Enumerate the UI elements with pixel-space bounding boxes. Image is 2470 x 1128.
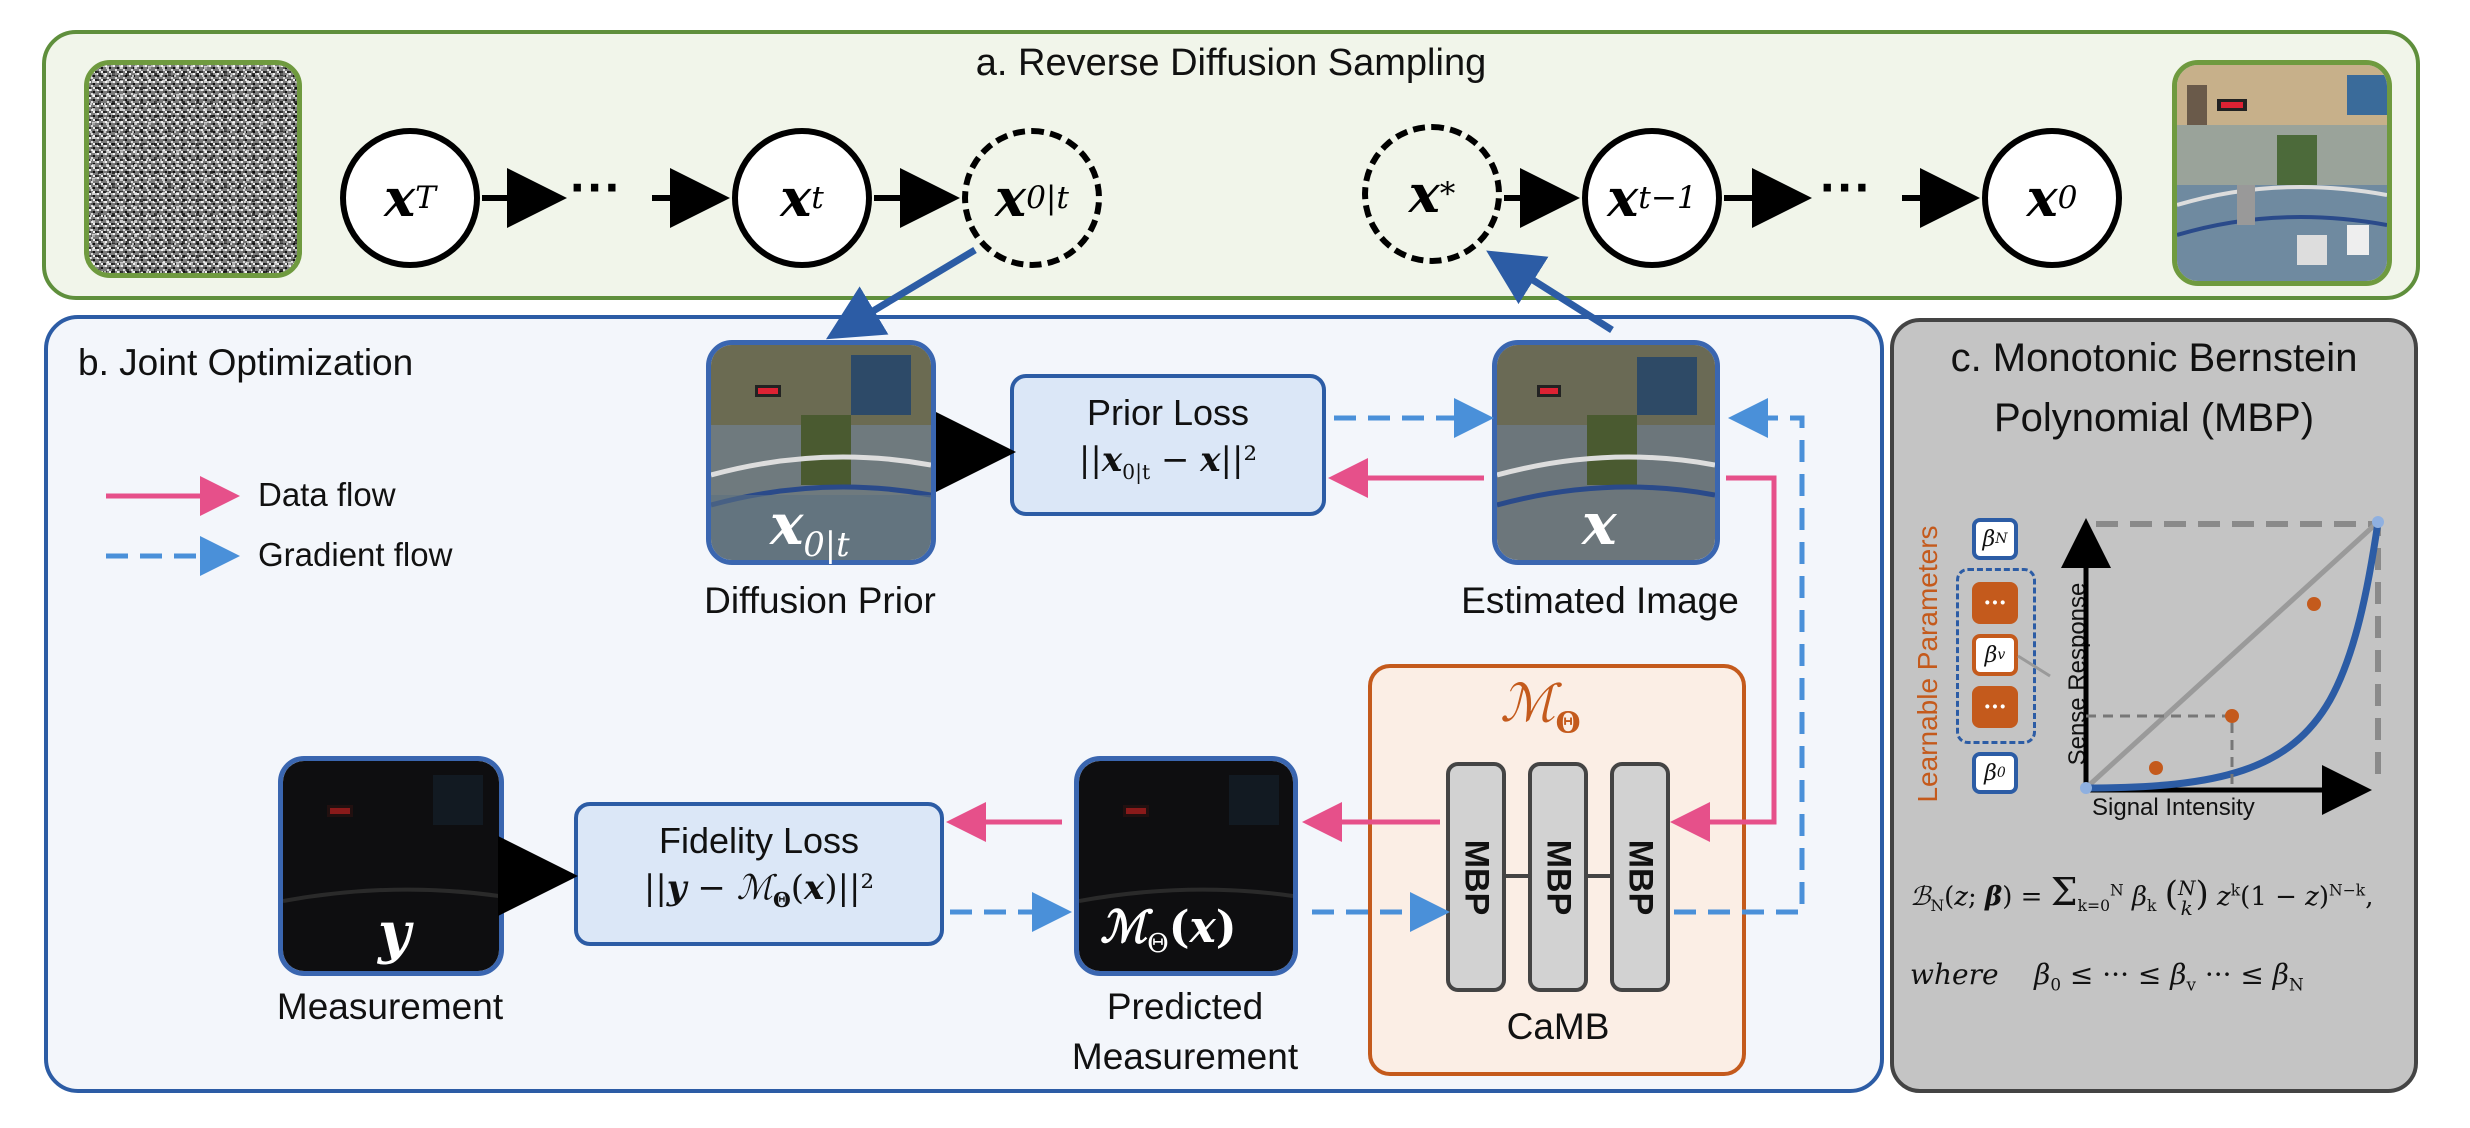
prior-loss-box: Prior Loss ||x0|t − x||² xyxy=(1010,374,1326,516)
mbp-endpoint-end xyxy=(2372,516,2384,528)
ellipsis-right: ··· xyxy=(1820,159,1872,217)
node-x-star: x* xyxy=(1362,124,1502,264)
prior-loss-title: Prior Loss xyxy=(1086,392,1250,433)
monotonic-constraint: where β0 ≤ ··· ≤ βv ··· ≤ βN xyxy=(1910,958,2304,995)
label-predicted-2: Measurement xyxy=(1071,1036,1299,1077)
panel-b-title: b. Joint Optimization xyxy=(78,342,414,383)
label-measurement: Measurement xyxy=(276,986,504,1027)
arrow-estimated-to-xstar xyxy=(1486,250,1614,333)
panel-c-title-line-2: Polynomial (MBP) xyxy=(1993,396,2315,440)
label-diffusion-prior: Diffusion Prior xyxy=(704,580,936,621)
predicted-measurement-image xyxy=(1074,756,1298,976)
ellipsis-left: ··· xyxy=(570,159,622,217)
beta-ellipsis-top: ··· xyxy=(1972,582,2018,624)
measurement-symbol: y xyxy=(378,900,411,966)
mbp-beta-v-pointer xyxy=(2017,654,2051,678)
legend-gradient-flow: Gradient flow xyxy=(258,536,453,573)
mbp-block-1: MBP xyxy=(1446,762,1506,992)
mbp-control-point-low xyxy=(2149,761,2163,775)
beta-ellipsis-bottom: ··· xyxy=(1972,686,2018,728)
label-estimated-image: Estimated Image xyxy=(1461,580,1739,621)
mbp-identity-line xyxy=(2084,520,2380,790)
label-camb: CaMB xyxy=(1506,1006,1610,1047)
mbp-endpoint-start xyxy=(2080,782,2092,794)
mbp-control-point-high xyxy=(2307,597,2321,611)
camb-model-symbol: ℳΘ xyxy=(1500,674,1581,740)
clean-image xyxy=(2172,60,2392,286)
fidelity-loss-box: Fidelity Loss ||y − ℳΘ(x)||² xyxy=(574,802,944,946)
beta-group-dashed xyxy=(1956,568,2036,744)
predicted-measurement-symbol: ℳΘ(x) xyxy=(1100,902,1237,959)
panel-c-title-line-1: c. Monotonic Bernstein xyxy=(1950,336,2358,380)
label-predicted-1: Predicted xyxy=(1106,986,1264,1027)
mbp-block-3: MBP xyxy=(1610,762,1670,992)
estimated-image xyxy=(1492,340,1720,565)
arrow-camb-grad-to-estimated xyxy=(1674,398,1805,915)
prior-loss-formula: ||x0|t − x||² xyxy=(1078,440,1258,484)
legend-data-flow: Data flow xyxy=(258,476,396,513)
mbp-block-2: MBP xyxy=(1528,762,1588,992)
arrow-estimated-to-camb xyxy=(1670,475,1777,842)
estimated-image-symbol: x xyxy=(1582,490,1617,558)
diffusion-prior-image xyxy=(706,340,936,565)
noise-image xyxy=(84,60,302,278)
mbp-curve xyxy=(2085,521,2382,792)
fidelity-loss-formula: ||y − ℳΘ(x)||² xyxy=(643,868,875,912)
mbp-plot xyxy=(2017,516,2384,815)
fidelity-loss-title: Fidelity Loss xyxy=(658,820,860,861)
mbp-control-point-v xyxy=(2225,709,2239,723)
x-axis-label: Signal Intensity xyxy=(2092,794,2255,821)
panel-a-title: a. Reverse Diffusion Sampling xyxy=(975,42,1487,84)
diffusion-prior-symbol: x0|t xyxy=(770,492,850,565)
arrow-x0t-to-prior xyxy=(825,246,977,340)
